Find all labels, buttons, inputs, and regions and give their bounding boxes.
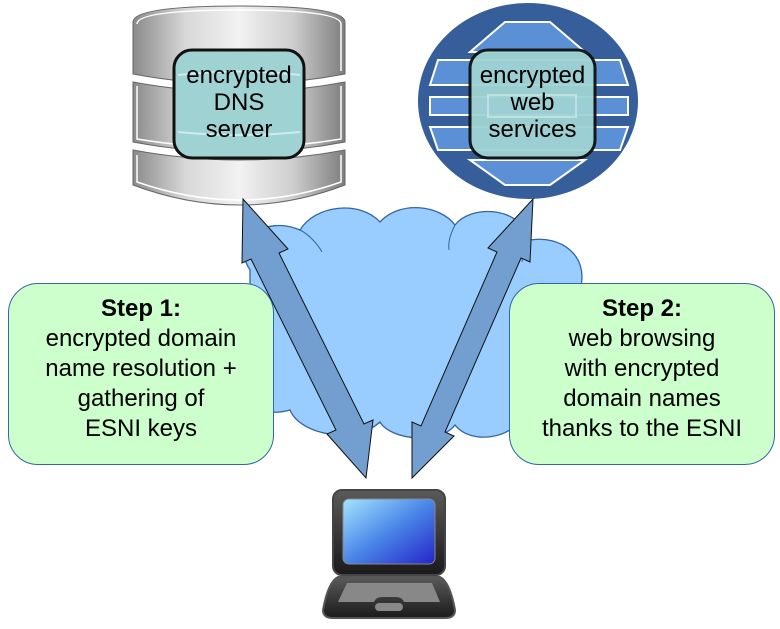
step-1-title: Step 1: bbox=[100, 295, 181, 322]
step-1-line: name resolution + bbox=[45, 355, 237, 382]
web-label-line: encrypted bbox=[479, 62, 586, 89]
dns-server-label: encrypted DNS server bbox=[174, 62, 304, 144]
step-1-line: gathering of bbox=[77, 385, 205, 412]
step-1-line: ESNI keys bbox=[84, 415, 198, 442]
dns-label-line: server bbox=[205, 115, 273, 143]
step-2-title: Step 2: bbox=[601, 295, 682, 322]
step-1-line: encrypted domain bbox=[45, 325, 237, 352]
laptop-icon bbox=[321, 489, 457, 619]
step-1-box: Step 1: encrypted domain name resolution… bbox=[8, 283, 274, 465]
step-2-box: Step 2: web browsing with encrypted doma… bbox=[509, 283, 775, 465]
arrow-web-client bbox=[411, 197, 534, 480]
web-label-line: web bbox=[510, 88, 555, 116]
step-2-line: thanks to the ESNI bbox=[541, 415, 743, 442]
step-2-line: domain names bbox=[563, 385, 721, 412]
web-services-label: encrypted web services bbox=[470, 62, 595, 144]
step-2-line: with encrypted bbox=[564, 355, 720, 382]
arrow-dns-client bbox=[241, 197, 374, 480]
step-2-line: web browsing bbox=[568, 325, 716, 352]
database-icon bbox=[132, 5, 346, 206]
dns-label-line: encrypted bbox=[186, 62, 292, 89]
globe-icon bbox=[418, 3, 638, 199]
dns-label-line: DNS bbox=[213, 88, 265, 116]
web-label-line: services bbox=[488, 115, 577, 143]
